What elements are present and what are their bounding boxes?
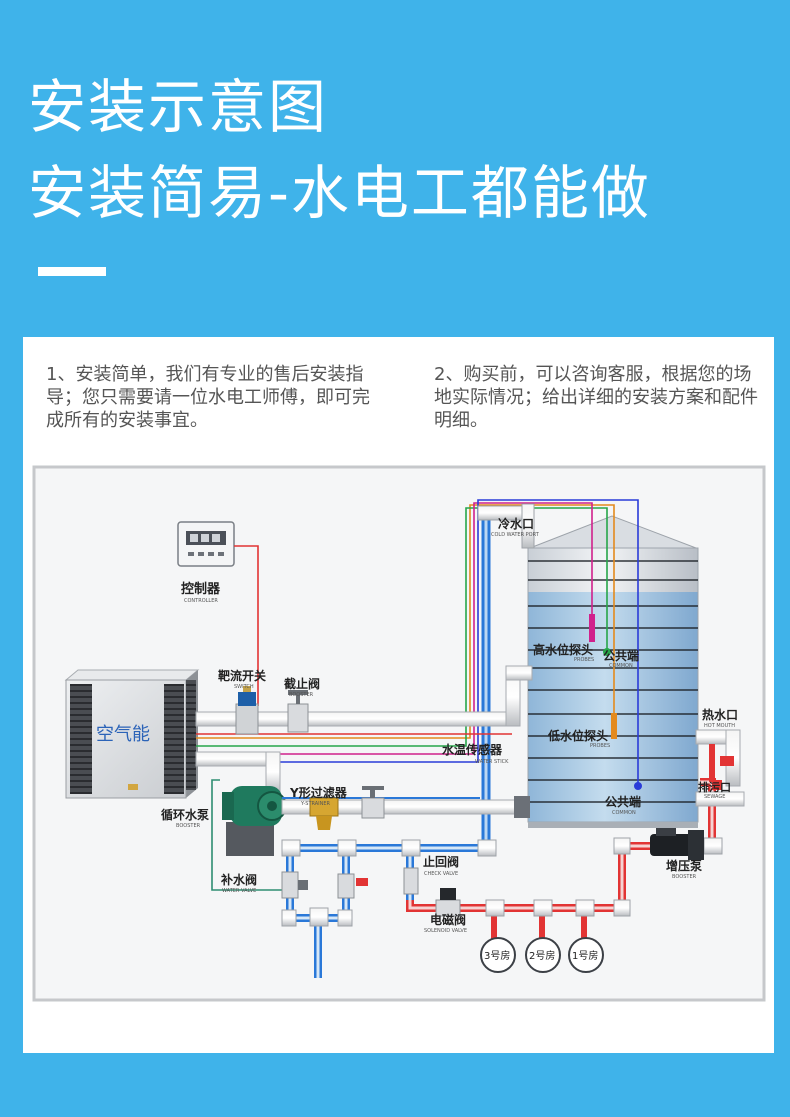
stop-valve xyxy=(287,690,309,733)
intro-point-2: 2、购买前，可以咨询客服，根据您的场地实际情况；给出详细的安装方案和配件明细。 xyxy=(434,364,758,431)
makeup-valve-label: 补水阀 xyxy=(220,872,257,887)
common-wire-bottom xyxy=(196,499,639,786)
pipe-elbow xyxy=(477,839,497,857)
room-tee-2 xyxy=(533,899,553,917)
branch-valve xyxy=(337,873,368,899)
low-level-probe-label-en: PROBES xyxy=(590,743,610,749)
booster-pump-label: 增压泵 xyxy=(666,858,702,873)
hot-water-outlet xyxy=(695,729,741,787)
y-strainer-label-en: Y-STRAINER xyxy=(300,801,331,807)
common-probe-top-end xyxy=(603,648,611,656)
room-3-label: 3号房 xyxy=(484,949,510,962)
pipe-elbow xyxy=(281,839,301,857)
check-valve-label: 止回阀 xyxy=(423,854,459,869)
water-temp-sensor-label: 水温传感器 xyxy=(442,742,503,757)
pipe-elbow xyxy=(703,837,723,855)
high-level-probe-label: 高水位探头 xyxy=(533,642,593,657)
room-2-label: 2号房 xyxy=(529,949,555,962)
water-temp-sensor-label-en: WATER STICK xyxy=(475,759,509,765)
pipe-tee xyxy=(309,907,329,927)
common-bottom-label: 公共端 xyxy=(605,794,641,809)
controller-wire xyxy=(234,545,259,706)
page-subtitle: 安装简易-水电工都能做 xyxy=(28,159,651,227)
circulation-pump xyxy=(222,786,287,856)
common-probe-bottom-end xyxy=(634,782,642,790)
y-strainer xyxy=(309,797,339,830)
solenoid-valve xyxy=(435,888,461,917)
water-tank xyxy=(527,515,699,828)
circulation-pump-label: 循环水泵 xyxy=(161,807,209,822)
heat-pump-unit xyxy=(64,669,200,799)
pipe-elbow xyxy=(337,909,353,927)
controller-label: 控制器 xyxy=(181,581,221,597)
booster-pump xyxy=(650,828,704,860)
check-valve-label-en: CHECK VALVE xyxy=(424,871,458,877)
drain-port-label: 排污口 xyxy=(698,780,731,794)
heat-pump-label: 空气能 xyxy=(96,724,150,745)
cold-water-port-label: 冷水口 xyxy=(498,516,534,531)
flow-switch xyxy=(235,686,259,735)
pipe-tee xyxy=(337,839,357,857)
room-outlets xyxy=(480,937,604,973)
cold-water-pipe xyxy=(477,503,535,850)
makeup-valve-label-en: WATER VALVE xyxy=(222,888,256,894)
drain-outlet xyxy=(695,780,745,807)
stop-valve-label: 截止阀 xyxy=(284,676,320,691)
drain-port-label-en: SEWAGE xyxy=(704,794,725,800)
check-valve-body xyxy=(403,867,419,895)
page-title: 安装示意图 xyxy=(28,73,329,141)
common-top-label-en: COMMON xyxy=(609,663,633,669)
hot-water-port-label: 热水口 xyxy=(702,707,738,722)
room-tee-1 xyxy=(575,899,595,917)
y-strainer-label: Y形过滤器 xyxy=(289,785,348,800)
booster-pump-label-en: BOOSTER xyxy=(672,874,697,880)
flow-switch-label: 靶流开关 xyxy=(218,668,266,683)
hot-water-port-label-en: HOT MOUTH xyxy=(704,723,735,729)
pipe-elbow xyxy=(613,899,631,917)
solenoid-valve-label-en: SOLENOID VALVE xyxy=(424,928,467,934)
circulation-pump-label-en: BOOSTER xyxy=(176,823,201,829)
strainer-valve xyxy=(361,786,385,819)
low-probe-wire xyxy=(196,504,615,739)
cold-water-port-label-en: COLD WATER PORT xyxy=(491,532,540,538)
solenoid-valve-label: 电磁阀 xyxy=(430,912,466,927)
high-level-probe-label-en: PROBES xyxy=(574,657,594,663)
high-probe-rod xyxy=(589,614,595,642)
controller-box xyxy=(177,521,235,567)
room-1-label: 1号房 xyxy=(572,949,598,962)
title-underline xyxy=(38,267,106,276)
common-top-label: 公共端 xyxy=(603,648,639,663)
common-bottom-label-en: COMMON xyxy=(612,810,636,816)
low-probe-rod xyxy=(611,713,617,739)
high-probe-wire xyxy=(196,502,593,755)
makeup-valve xyxy=(281,871,308,899)
pipe-elbow xyxy=(613,837,631,855)
pipe-tee xyxy=(401,839,421,857)
common-wire-top xyxy=(196,507,608,747)
flow-switch-label-en: SWITCH xyxy=(234,684,254,690)
controller-label-en: CONTROLLER xyxy=(184,598,218,604)
low-level-probe-label: 低水位探头 xyxy=(547,728,608,743)
pipe-elbow xyxy=(281,909,297,927)
makeup-valve-wire xyxy=(211,779,283,891)
stop-valve-label-en: BOOSTER xyxy=(289,692,314,698)
intro-point-1: 1、安装简单，我们有专业的售后安装指导；您只需要请一位水电工师傅，即可完成所有的… xyxy=(46,364,370,431)
room-tee-3 xyxy=(485,899,505,917)
